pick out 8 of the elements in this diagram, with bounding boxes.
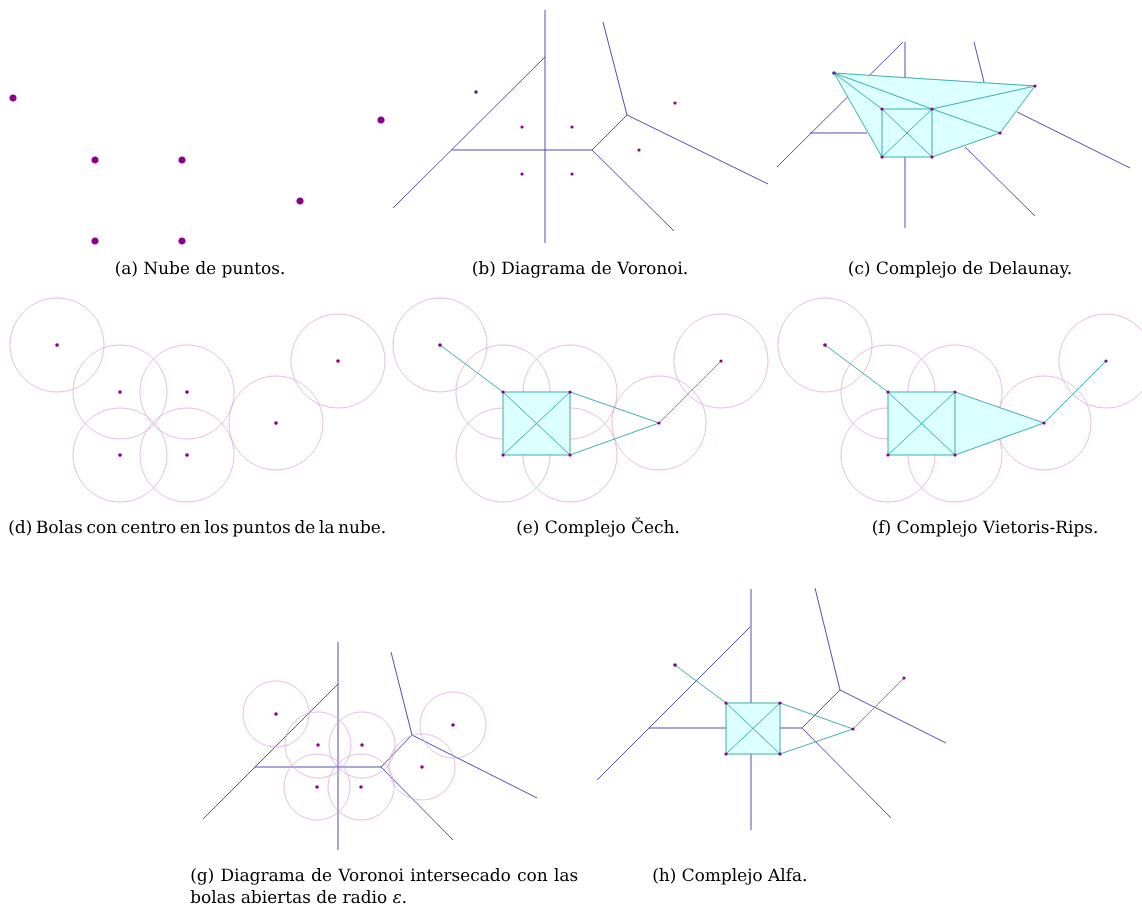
caption: (d) Bolas con centro en los puntos de la nube. <box>9 520 385 537</box>
caption: (b) Diagrama de Voronoi. <box>473 261 687 278</box>
caption: (h) Complejo Alfa. <box>653 868 806 885</box>
caption: (c) Complejo de Delaunay. <box>849 261 1071 278</box>
caption: (a) Nube de puntos. <box>116 261 284 278</box>
caption: (f) Complejo Vietoris-Rips. <box>873 520 1097 537</box>
caption: (e) Complejo Čech. <box>517 517 679 537</box>
caption: (g) Diagrama de Voronoi intersecado con las bolas abiertas de radio ε. <box>190 868 578 904</box>
